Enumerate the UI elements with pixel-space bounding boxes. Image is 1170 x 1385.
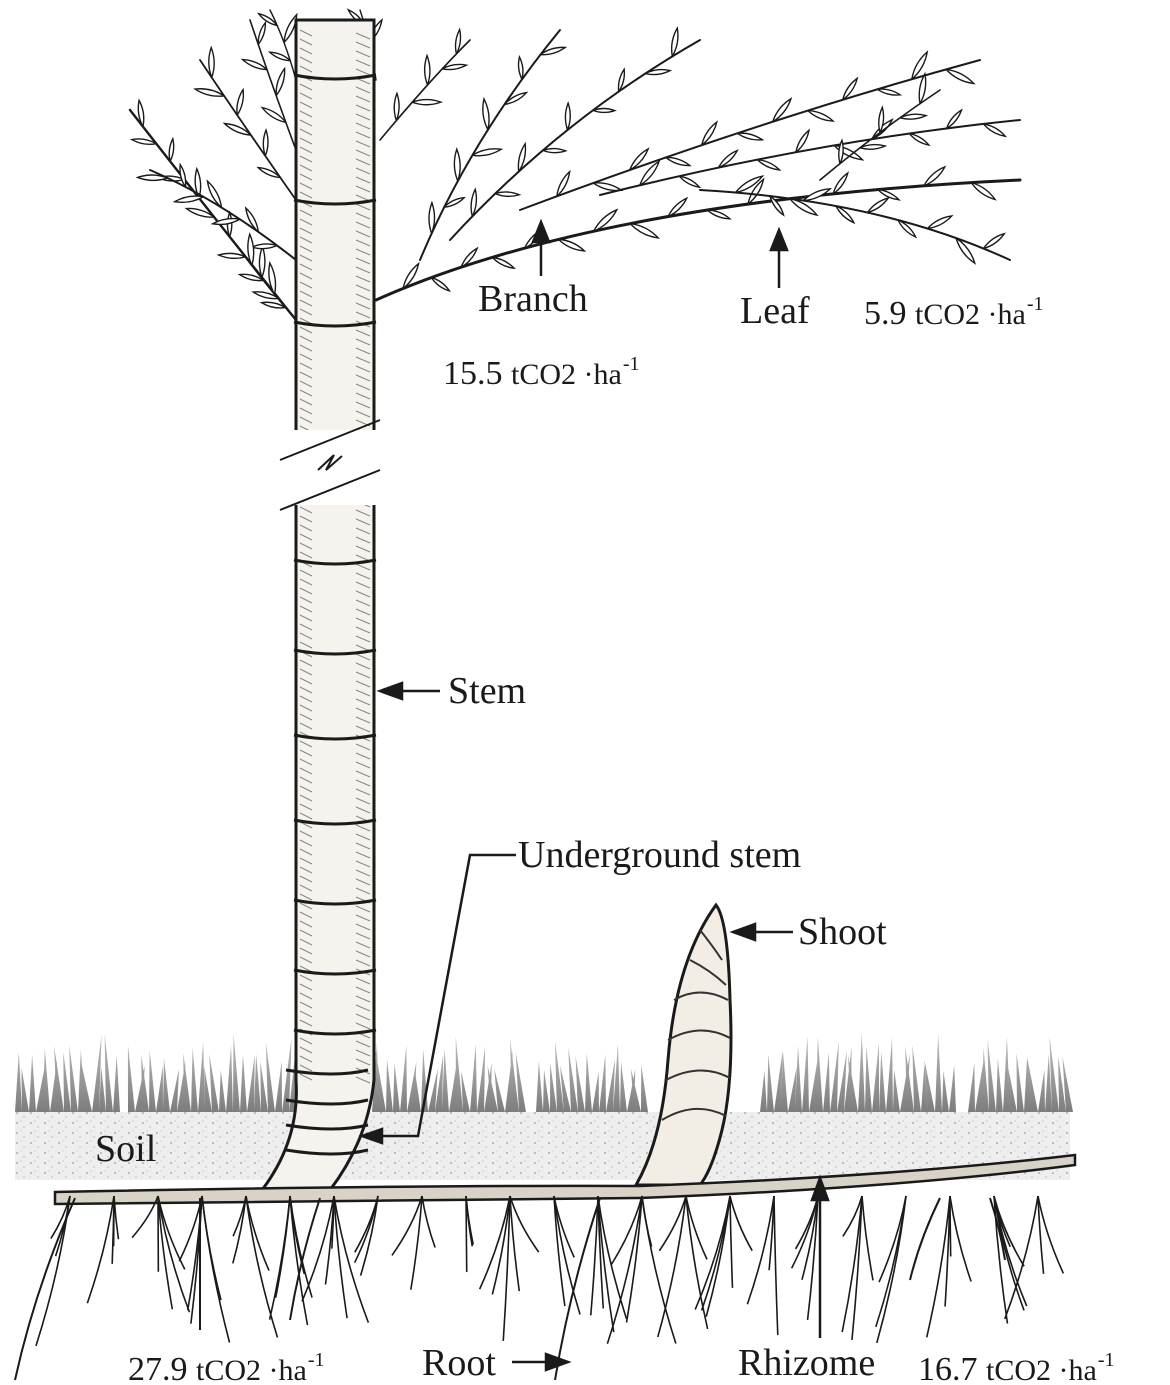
value-root-exponent: -1	[308, 1349, 325, 1371]
value-branch-exponent: -1	[623, 353, 640, 375]
value-rhizome-number: 16.7	[918, 1351, 978, 1385]
label-rhizome-text: Rhizome	[738, 1344, 926, 1382]
label-shoot: Shoot	[798, 913, 887, 951]
label-branch: Branch	[478, 280, 588, 318]
value-leaf-number: 5.9	[864, 295, 907, 332]
value-root-number: 27.9	[128, 1351, 188, 1385]
value-leaf-exponent: -1	[1027, 293, 1044, 315]
value-root: 27.9 tCO2 ·ha-1	[128, 1350, 325, 1385]
label-rhizome: Rhizome	[738, 1344, 926, 1382]
value-branch: 15.5 tCO2 ·ha-1	[443, 354, 640, 391]
value-root-unit: tCO2 ·ha	[196, 1354, 307, 1385]
value-rhizome-exponent: -1	[1098, 1349, 1115, 1371]
label-underground-stem: Underground stem	[518, 836, 801, 874]
value-rhizome-unit: tCO2 ·ha	[986, 1354, 1097, 1385]
label-leaf: Leaf	[740, 292, 810, 330]
value-leaf-unit: tCO2 ·ha	[915, 298, 1026, 331]
grass	[15, 1033, 1073, 1112]
label-root: Root	[422, 1344, 496, 1382]
bamboo-stem	[262, 20, 398, 1190]
branches-and-leaves	[130, 10, 1020, 320]
label-soil: Soil	[95, 1130, 156, 1168]
value-branch-number: 15.5	[443, 355, 503, 392]
label-stem: Stem	[448, 672, 526, 710]
value-rhizome: 16.7 tCO2 ·ha-1	[918, 1350, 1115, 1385]
value-leaf: 5.9 tCO2 ·ha-1	[864, 294, 1044, 331]
value-branch-unit: tCO2 ·ha	[511, 358, 622, 391]
